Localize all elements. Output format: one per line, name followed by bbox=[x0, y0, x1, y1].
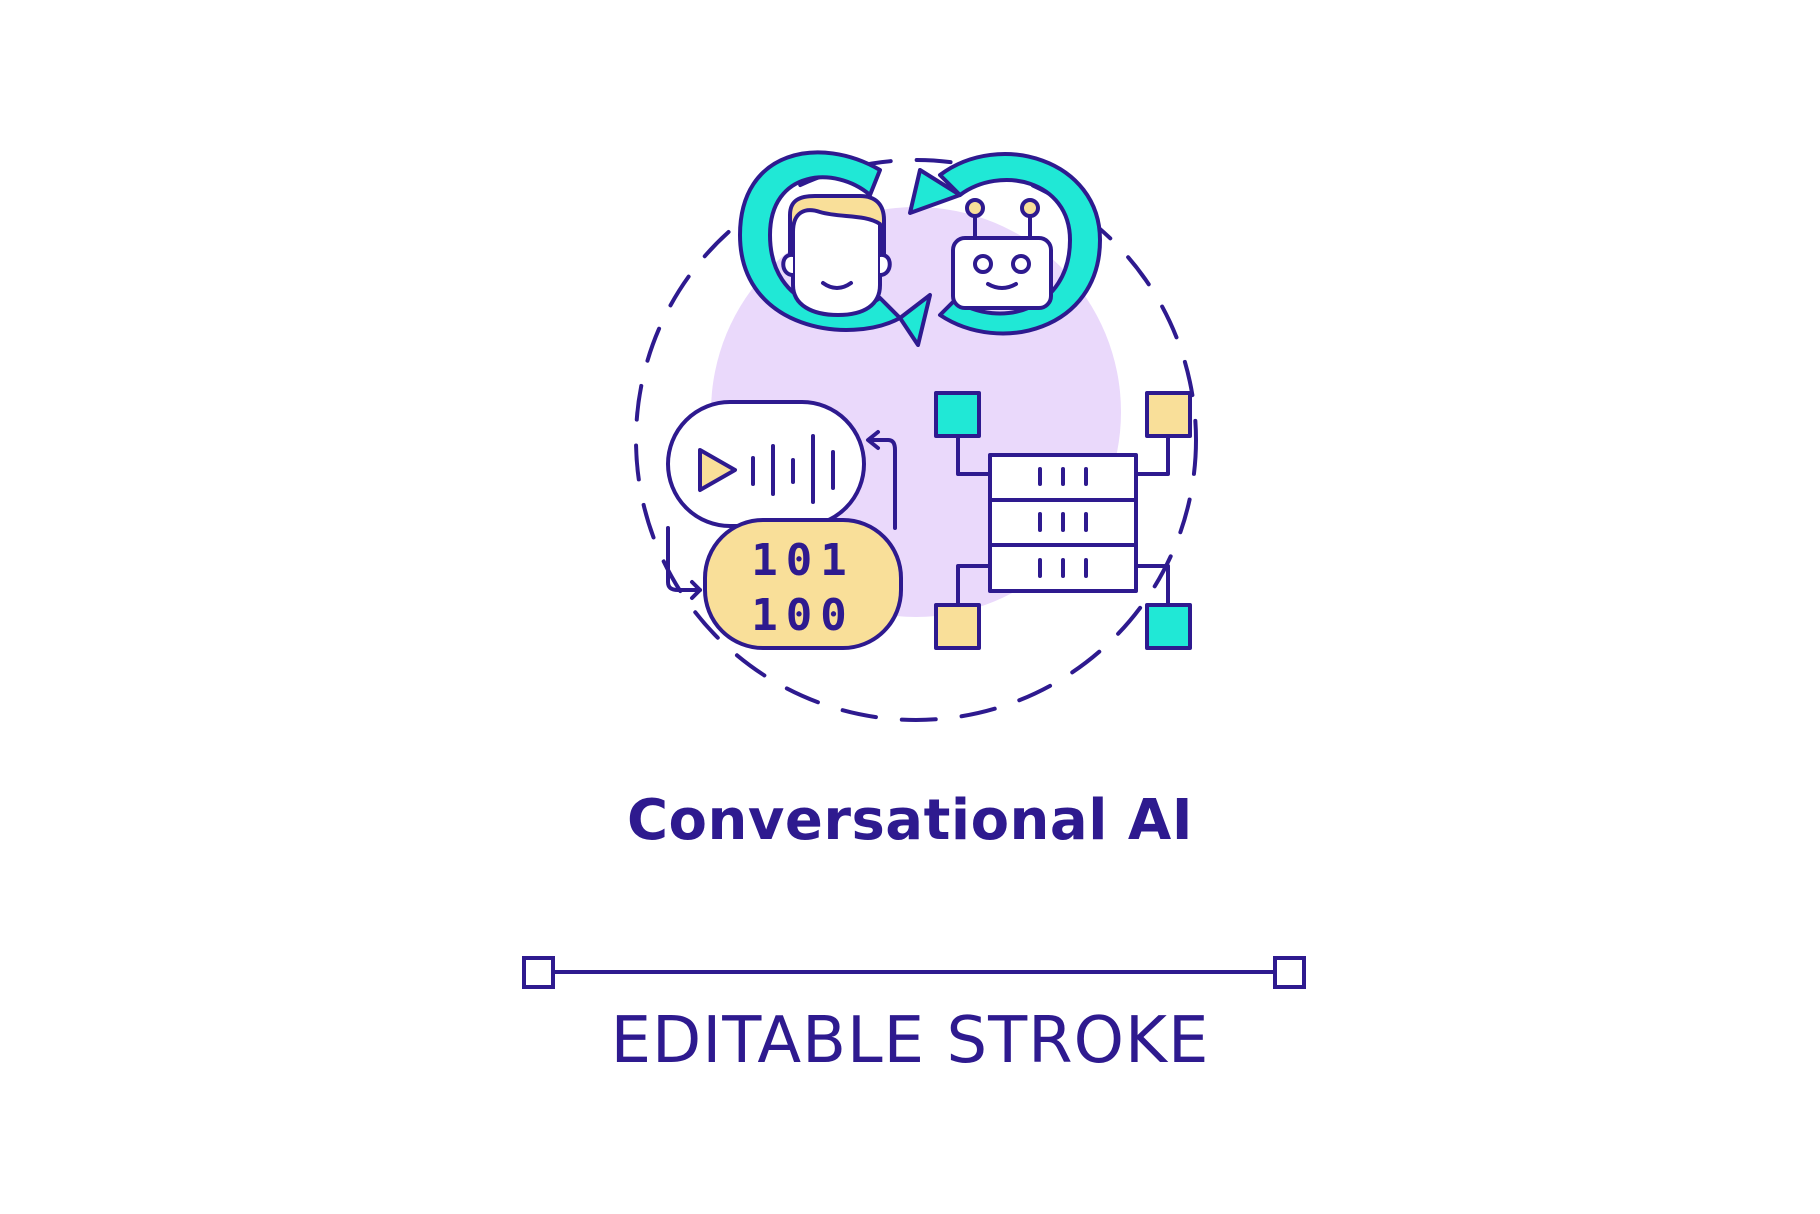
robot-icon bbox=[951, 198, 1053, 310]
audio-play-icon bbox=[666, 400, 897, 600]
binary-code-icon bbox=[703, 518, 903, 650]
binary-line-1: 101 bbox=[751, 535, 854, 586]
editable-stroke-label: EDITABLE STROKE bbox=[610, 1004, 1210, 1078]
editable-stroke-line bbox=[522, 956, 1306, 989]
human-face-icon bbox=[781, 194, 892, 317]
binary-line-2: 100 bbox=[751, 590, 854, 641]
page-title: Conversational AI bbox=[626, 788, 1194, 853]
dashed-ring bbox=[634, 158, 1198, 722]
database-server-icon bbox=[934, 391, 1192, 650]
refresh-arrows-icon bbox=[738, 150, 1102, 347]
